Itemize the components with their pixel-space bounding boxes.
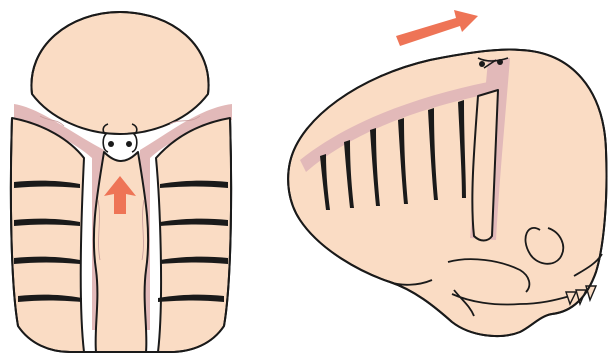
fixation-pin-icon xyxy=(126,141,132,147)
left-lateral-bone xyxy=(11,118,84,352)
right-lateral-bone xyxy=(156,118,231,352)
posterior-bone-top xyxy=(31,12,208,134)
top-view-skull xyxy=(11,12,232,352)
side-view-skull xyxy=(288,10,606,336)
fixation-pin-icon xyxy=(108,141,114,147)
fixation-pin-icon xyxy=(479,61,485,67)
right-arrow-icon xyxy=(396,10,478,46)
fixation-pin-icon xyxy=(497,59,503,65)
